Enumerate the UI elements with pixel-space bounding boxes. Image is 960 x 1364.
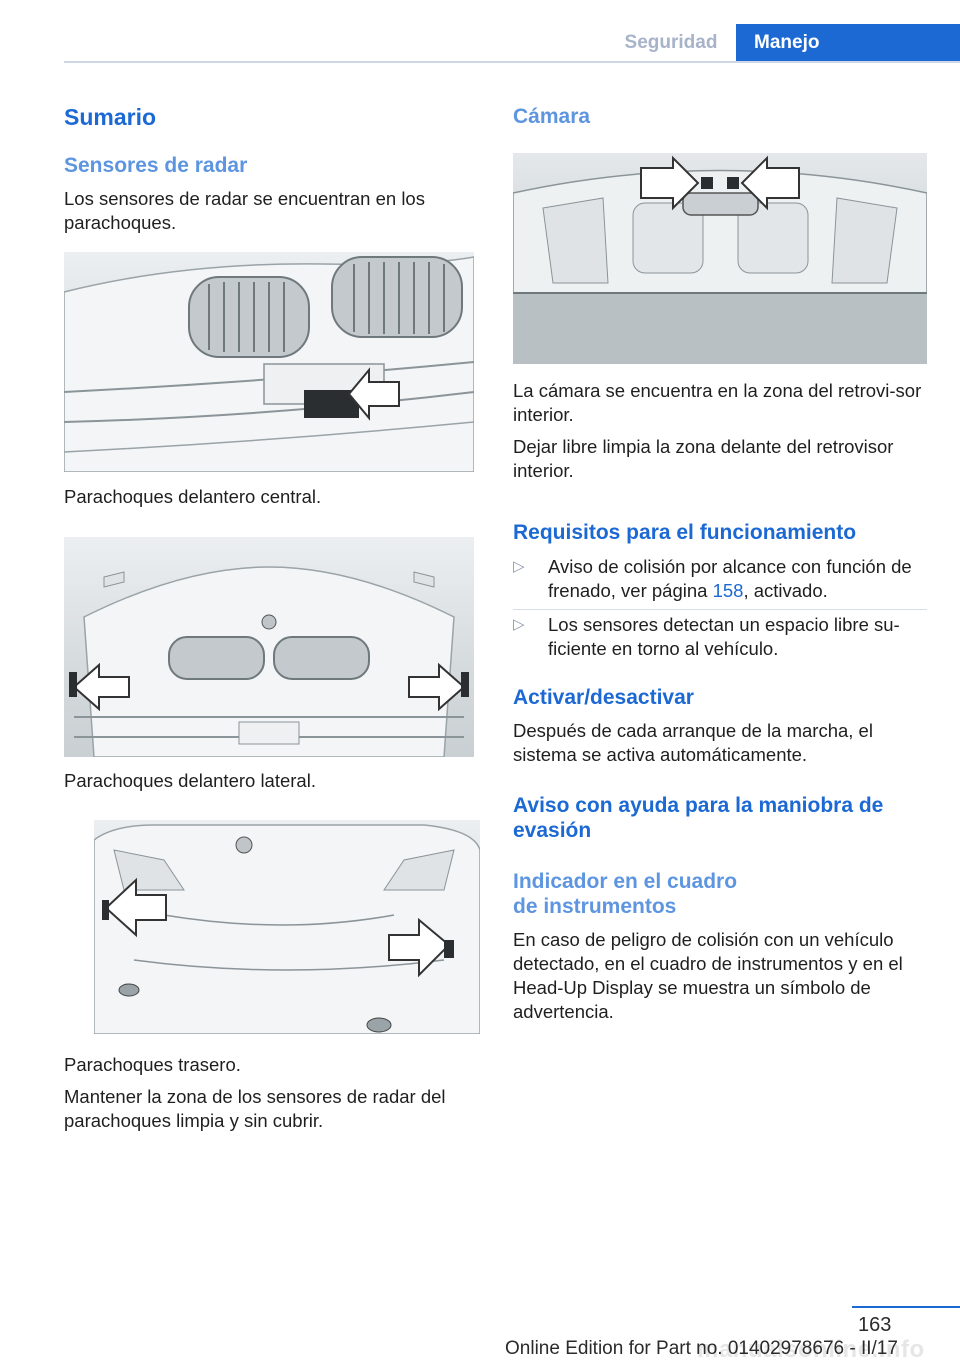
activate-text: Después de cada arranque de la marcha, e… xyxy=(513,720,873,765)
activate-heading: Activar/desactivar xyxy=(513,686,694,709)
tab-manejo[interactable]: Manejo xyxy=(736,24,960,62)
bullet-marker: ▷ xyxy=(513,616,525,633)
requirement-1-text-end: , activado. xyxy=(743,580,828,601)
bullet-marker: ▷ xyxy=(513,558,525,575)
radar-heading: Sensores de radar xyxy=(64,154,248,177)
caption-rear: Parachoques trasero. xyxy=(64,1054,241,1075)
requirement-item-2: ▷ Los sensores detectan un espacio libre… xyxy=(513,613,933,661)
indicator-heading-line-2: de instrumentos xyxy=(513,895,677,918)
page-number: 163 xyxy=(858,1314,892,1336)
requirement-1-text: Aviso de colisión por alcance con funció… xyxy=(548,556,912,601)
requirement-item-1: ▷ Aviso de colisión por alcance con func… xyxy=(513,555,933,603)
watermark: manualsonline.info xyxy=(697,1336,925,1363)
evasion-heading: Aviso con ayuda para la maniobra de evas… xyxy=(513,794,884,842)
front-center-bumper-image xyxy=(64,252,474,472)
indicator-text: En caso de peligro de colisión con un ve… xyxy=(513,929,903,1022)
camera-text-1: La cámara se encuentra en la zona del re… xyxy=(513,380,922,425)
footer-divider xyxy=(852,1306,960,1308)
caption-front-side: Parachoques delantero lateral. xyxy=(64,770,316,791)
front-side-bumper-image xyxy=(64,537,474,757)
caption-front-center: Parachoques delantero central. xyxy=(64,486,322,507)
keep-clean-text: Mantener la zona de los sensores de rada… xyxy=(64,1086,446,1131)
requirement-2-text: Los sensores detectan un espacio libre s… xyxy=(548,614,900,659)
tab-seguridad[interactable]: Seguridad xyxy=(624,32,718,53)
page-link-158[interactable]: 158 xyxy=(712,580,744,601)
rear-bumper-image xyxy=(94,820,480,1034)
requirements-heading: Requisitos para el funcionamiento xyxy=(513,521,857,544)
edition-text: Online Edition for Part no. 01402978676 … xyxy=(505,1338,898,1359)
indicator-heading-line-1: Indicador en el cuadro xyxy=(513,870,738,893)
camera-image xyxy=(513,153,927,364)
header-divider xyxy=(64,61,960,63)
camera-heading: Cámara xyxy=(513,105,591,128)
radar-text: Los sensores de radar se encuentran en l… xyxy=(64,188,425,233)
page-title: Sumario xyxy=(64,104,157,130)
list-divider xyxy=(513,609,927,610)
camera-text-2: Dejar libre limpia la zona delante del r… xyxy=(513,436,894,481)
